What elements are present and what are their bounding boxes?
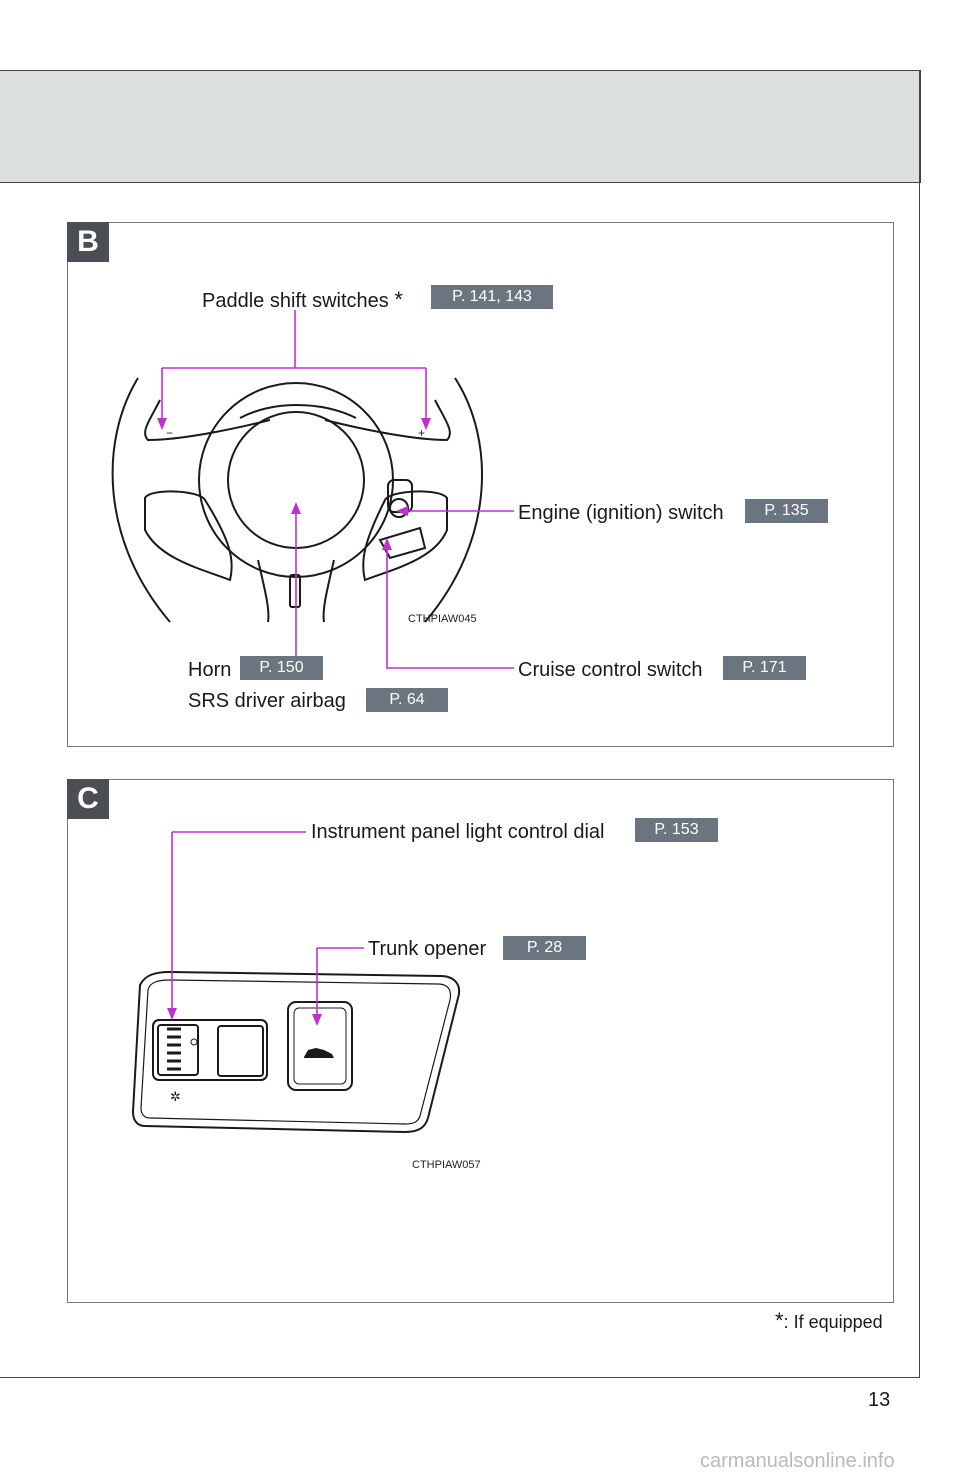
- page-frame-right: [919, 70, 920, 1378]
- light-dial-label: Instrument panel light control dial: [311, 821, 605, 843]
- leader-arrowheads: [157, 418, 431, 1026]
- engine-switch-page-ref[interactable]: P. 135: [745, 499, 828, 523]
- watermark: carmanualsonline.info: [700, 1450, 895, 1472]
- engine-switch-label: Engine (ignition) switch: [518, 502, 724, 524]
- if-equipped-marker: *: [394, 287, 403, 312]
- page-frame-bottom: [0, 1377, 920, 1378]
- section-b-panel: B: [67, 222, 894, 747]
- footnote-symbol: *: [775, 1308, 784, 1333]
- trunk-opener-page-ref[interactable]: P. 28: [503, 936, 586, 960]
- cruise-control-page-ref[interactable]: P. 171: [723, 656, 806, 680]
- footnote: *: If equipped: [775, 1308, 883, 1334]
- dial-symbol-icon: ✲: [170, 1090, 181, 1105]
- section-c-panel: C: [67, 779, 894, 1303]
- paddle-shift-text: Paddle shift switches: [202, 290, 389, 312]
- airbag-label: SRS driver airbag: [188, 690, 346, 712]
- footnote-text: : If equipped: [783, 1312, 883, 1332]
- section-b-tag: B: [67, 222, 109, 262]
- paddle-shift-label: Paddle shift switches *: [202, 288, 403, 313]
- paddle-shift-page-ref[interactable]: P. 141, 143: [431, 285, 553, 309]
- leader-lines: [161, 310, 514, 1022]
- horn-label: Horn: [188, 659, 232, 681]
- trunk-opener-label: Trunk opener: [368, 938, 487, 960]
- switch-diagram-code: CTHPIAW057: [412, 1159, 481, 1171]
- paddle-plus-mark: +: [418, 426, 425, 440]
- cruise-control-label: Cruise control switch: [518, 659, 703, 681]
- steering-wheel-illustration: + −: [111, 377, 483, 623]
- horn-page-ref[interactable]: P. 150: [240, 656, 323, 680]
- airbag-page-ref[interactable]: P. 64: [366, 688, 448, 712]
- steering-diagram-code: CTHPIAW045: [408, 613, 477, 625]
- section-c-tag: C: [67, 779, 109, 819]
- switch-panel-illustration: ✲: [131, 970, 460, 1134]
- page-number: 13: [868, 1389, 891, 1411]
- header-band: [0, 70, 921, 183]
- light-dial-page-ref[interactable]: P. 153: [635, 818, 718, 842]
- paddle-minus-mark: −: [166, 426, 173, 440]
